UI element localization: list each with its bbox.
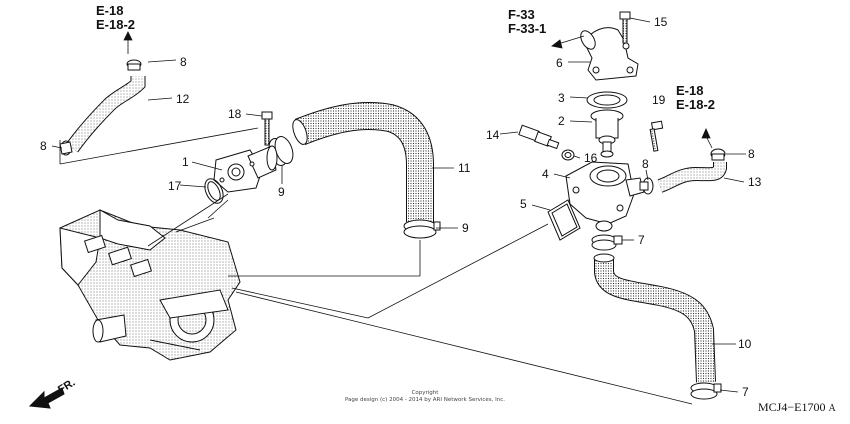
callout-14: 14 — [486, 128, 500, 142]
leader-lines — [51, 17, 746, 405]
callout-15: 15 — [654, 15, 668, 29]
callout-5: 5 — [520, 197, 527, 211]
callout-7-upper: 7 — [638, 233, 645, 247]
callout-2: 2 — [558, 114, 565, 128]
ref-top-left-line1: E-18 — [96, 3, 124, 18]
callout-4: 4 — [542, 167, 549, 181]
callout-19: 19 — [652, 93, 666, 107]
callout-1: 1 — [182, 155, 189, 169]
bolt-19 — [649, 120, 664, 152]
ref-top-center-line2: F-33-1 — [508, 20, 547, 36]
ref-top-left-line2: E-18-2 — [96, 16, 136, 32]
copyright-line1: Copyright — [411, 390, 439, 396]
clamp-8-right — [710, 148, 726, 161]
bolt-18 — [261, 111, 273, 146]
clamp-8-top — [126, 59, 142, 71]
callout-13: 13 — [748, 175, 762, 189]
callout-12: 12 — [176, 92, 190, 106]
copyright-notice: Copyright Page design (c) 2004 - 2014 by… — [300, 390, 550, 403]
hose-10 — [593, 253, 716, 383]
bolt-15 — [619, 11, 631, 44]
part-1-joint — [213, 145, 278, 193]
callout-8-mid: 8 — [642, 157, 649, 171]
hose-12 — [65, 76, 146, 153]
sensor-14 — [518, 124, 560, 150]
callout-17: 17 — [168, 179, 182, 193]
clamp-7-lower — [690, 382, 722, 400]
ref-right-line2: E-18-2 — [676, 96, 716, 112]
callout-18: 18 — [228, 107, 242, 121]
diagram-code-main: MCJ4−E1700 — [758, 400, 826, 414]
callout-9-lower: 9 — [462, 221, 469, 235]
ref-top-center: F-33 F-33-1 — [508, 8, 546, 35]
callout-10: 10 — [738, 337, 752, 351]
ref-right: E-18 E-18-2 — [676, 84, 715, 111]
callout-8-top: 8 — [180, 55, 187, 69]
callout-11: 11 — [458, 161, 471, 175]
clamp-7-upper — [591, 234, 623, 251]
front-arrow-icon — [28, 387, 65, 409]
callout-8-right: 8 — [748, 147, 755, 161]
thermostat-housing-4 — [565, 161, 645, 232]
thermostat-cover-6 — [580, 27, 639, 81]
ref-top-center-line1: F-33 — [508, 7, 535, 22]
washer-16 — [561, 149, 575, 161]
hose-13 — [657, 162, 727, 193]
diagram-code: MCJ4−E1700 A — [758, 400, 836, 415]
hose-11 — [292, 102, 434, 222]
ref-top-left: E-18 E-18-2 — [96, 4, 135, 31]
copyright-line2: Page design (c) 2004 - 2014 by ARI Netwo… — [344, 396, 506, 403]
seal-ring-3 — [586, 91, 628, 109]
callout-3: 3 — [558, 91, 565, 105]
thermostat-2 — [590, 109, 624, 158]
gasket-5 — [547, 199, 581, 241]
diagram-code-suffix: A — [828, 403, 836, 414]
ref-right-line1: E-18 — [676, 83, 704, 98]
callout-7-lower: 7 — [742, 385, 749, 399]
callout-16: 16 — [584, 151, 598, 165]
clamp-9-lower — [403, 219, 441, 239]
callout-9-upper: 9 — [278, 185, 285, 199]
callout-6: 6 — [556, 56, 563, 70]
engine-block — [59, 209, 241, 361]
clamp-8-left — [59, 140, 73, 156]
callout-8-left: 8 — [40, 139, 47, 153]
